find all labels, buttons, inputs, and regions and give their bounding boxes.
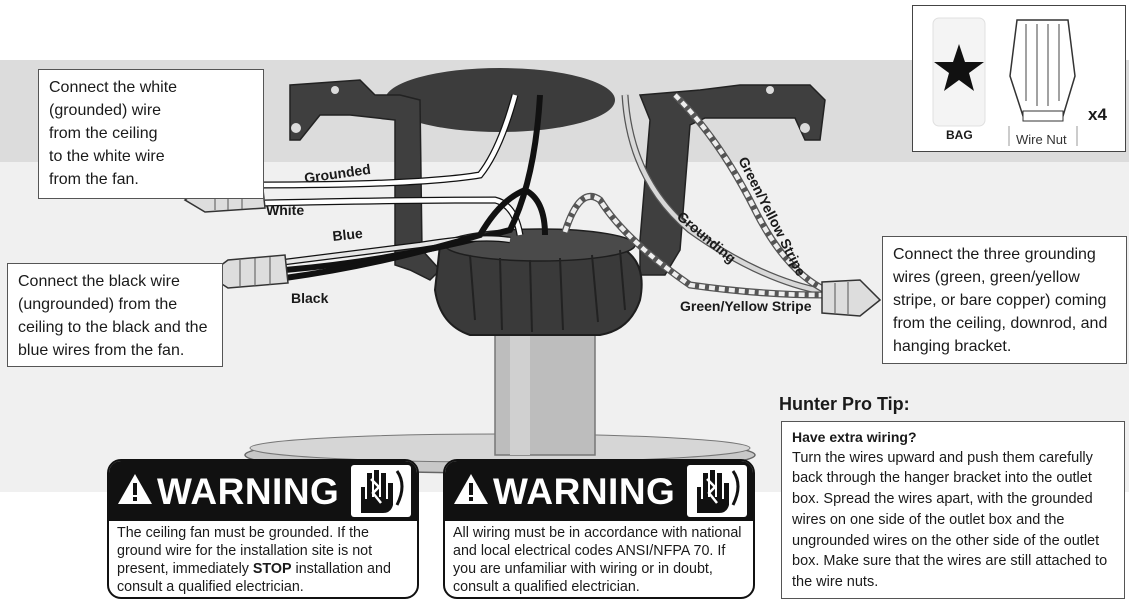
hanging-bracket-right xyxy=(638,84,826,276)
pro-tip-title: Hunter Pro Tip: xyxy=(779,394,910,414)
warning-header: WARNING xyxy=(445,461,753,521)
star-icon xyxy=(934,44,984,91)
warning-emphasis: STOP xyxy=(252,561,292,577)
label-white: White xyxy=(266,202,304,218)
warning-box-grounding: WARNING The ceiling fan must be grounded… xyxy=(107,459,419,599)
wire-nut-icon xyxy=(1008,19,1078,146)
warning-title: WARNING xyxy=(157,471,340,512)
black-wire-ceiling xyxy=(284,94,543,273)
warning-triangle-icon xyxy=(118,474,152,504)
label-grounding: Grounding xyxy=(674,208,739,266)
wire-nut-label: Wire Nut xyxy=(1016,132,1067,147)
callout-black-wire: Connect the black wire (ungrounded) from… xyxy=(7,263,223,367)
warning-text: The ceiling fan must be grounded. If the… xyxy=(117,525,391,595)
wire-nut-icon xyxy=(206,254,289,289)
wire-nut-icon xyxy=(821,279,882,317)
electric-shock-hand-icon xyxy=(351,465,411,517)
quantity-label: x4 xyxy=(1088,105,1107,124)
callout-white-wire: Connect the white (grounded) wire from t… xyxy=(38,69,264,199)
label-green-yellow-horizontal: Green/Yellow Stripe xyxy=(680,298,812,314)
callout-grounding-wires: Connect the three grounding wires (green… xyxy=(882,236,1127,364)
label-blue: Blue xyxy=(332,225,364,244)
bag-label: BAG xyxy=(946,128,973,142)
warning-box-codes: WARNING All wiring must be in accordance… xyxy=(443,459,755,599)
outlet-box xyxy=(385,68,615,132)
parts-box: BAG Wire Nut x4 xyxy=(912,5,1126,152)
warning-header: WARNING xyxy=(109,461,417,521)
label-black: Black xyxy=(291,290,329,306)
black-wire-fan xyxy=(284,186,548,281)
downrod-highlight xyxy=(510,330,530,455)
label-green-yellow-vertical: Green/Yellow Stripe xyxy=(735,154,809,279)
pro-tip-body: Turn the wires upward and push them care… xyxy=(792,449,1108,590)
electric-shock-hand-icon xyxy=(687,465,747,517)
warning-triangle-icon xyxy=(454,474,488,504)
pro-tip-heading: Have extra wiring? xyxy=(792,429,917,445)
warning-title: WARNING xyxy=(493,471,676,512)
hanging-bracket-left xyxy=(289,79,442,281)
warning-text: All wiring must be in accordance with na… xyxy=(453,525,742,595)
pro-tip-box: Have extra wiring? Turn the wires upward… xyxy=(781,421,1125,599)
canopy-housing xyxy=(433,228,643,336)
